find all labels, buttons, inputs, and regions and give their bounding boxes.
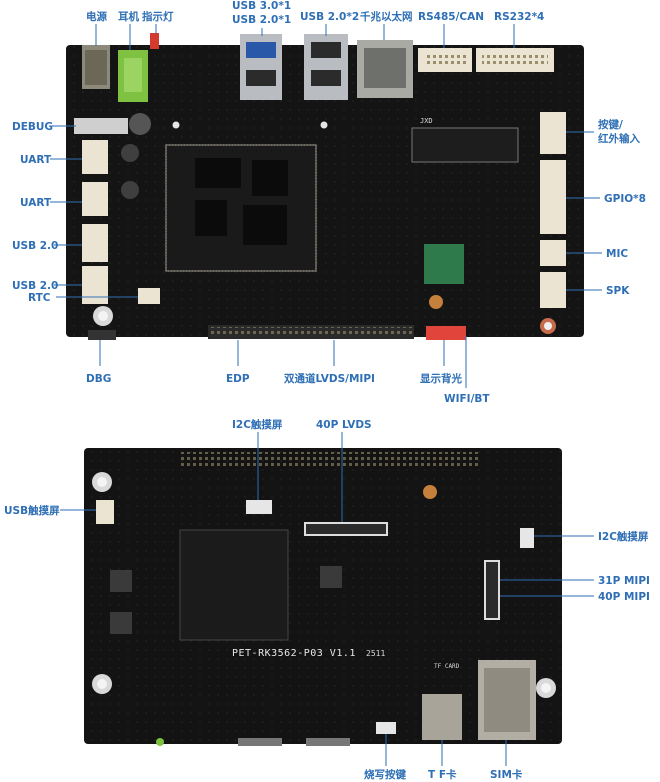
- label-backlight: 显示背光: [420, 372, 462, 385]
- mic-connector: [540, 240, 566, 266]
- antenna-connector: [429, 295, 443, 309]
- top-board: JXD: [66, 33, 584, 340]
- indicator-led: [150, 33, 159, 49]
- label-uart2: UART: [20, 197, 52, 209]
- spk-connector: [540, 272, 566, 308]
- label-gpio: GPIO*8: [604, 193, 646, 205]
- uart2-connector: [82, 182, 108, 216]
- label-burn-key: 烧写按键: [364, 768, 406, 781]
- backlight-connector: [426, 326, 466, 340]
- label-mipi31: 31P MIPI: [598, 575, 650, 587]
- wifi-module: [424, 244, 464, 284]
- label-usb2-left2: USB 2.0: [12, 280, 58, 292]
- label-indicator: 指示灯: [142, 10, 174, 23]
- usb2-left2-connector: [82, 266, 108, 304]
- label-wifi-bt: WIFI/BT: [444, 393, 490, 405]
- label-usb2-double: USB 2.0*2: [300, 11, 359, 23]
- uart1-connector: [82, 140, 108, 174]
- keys-ir-connector: [540, 112, 566, 154]
- core-module-back: [179, 529, 289, 641]
- debug-connector: [74, 118, 128, 134]
- tf-silk: TF CARD: [434, 663, 460, 670]
- m2-slot: [411, 127, 519, 163]
- bottom-label-texts: I2C触摸屏 40P LVDS USB触摸屏 I2C触摸屏 31P MIPI 4…: [4, 418, 650, 781]
- gpio-connector: [540, 160, 566, 234]
- i2c-touch-connector-top: [246, 500, 272, 514]
- label-uart1: UART: [20, 154, 52, 166]
- bottom-callouts: [60, 432, 594, 766]
- label-tf-card: T F卡: [428, 768, 457, 781]
- rtc-connector: [138, 288, 160, 304]
- label-rtc: RTC: [28, 292, 51, 304]
- label-usb2-single: USB 2.0*1: [232, 14, 291, 26]
- label-spk: SPK: [606, 285, 630, 297]
- label-i2c-touch-top: I2C触摸屏: [232, 418, 283, 431]
- bottom-board: PET-RK3562-P03 V1.1 2511 TF CARD: [84, 448, 562, 746]
- label-debug: DEBUG: [12, 121, 53, 133]
- label-mic: MIC: [606, 248, 628, 260]
- label-lvds-mipi: 双通道LVDS/MIPI: [283, 372, 375, 385]
- label-dbg: DBG: [86, 373, 111, 385]
- label-keys-line1: 按键/: [598, 118, 623, 131]
- label-keys-line2: 红外输入: [598, 132, 640, 145]
- label-lvds40: 40P LVDS: [316, 419, 372, 431]
- label-usb2-left1: USB 2.0: [12, 240, 58, 252]
- board-model: PET-RK3562-P03 V1.1: [232, 648, 356, 659]
- label-usb-touch: USB触摸屏: [4, 504, 60, 517]
- module-silk: JXD: [420, 117, 433, 125]
- top-callouts: [50, 24, 602, 388]
- label-mipi40: 40P MIPI: [598, 591, 650, 603]
- label-sim-card: SIM卡: [490, 768, 523, 781]
- board-date: 2511: [366, 649, 385, 658]
- label-headphone: 耳机: [118, 10, 139, 23]
- label-edp: EDP: [226, 373, 250, 385]
- label-power: 电源: [86, 10, 107, 23]
- usb2-left1-connector: [82, 224, 108, 262]
- label-rs232: RS232*4: [494, 11, 544, 23]
- label-i2c-touch-right: I2C触摸屏: [598, 530, 649, 543]
- tf-card-slot: [422, 694, 462, 740]
- top-label-texts: 电源 耳机 指示灯 USB 3.0*1 USB 2.0*1 USB 2.0*2 …: [12, 0, 646, 405]
- usb-touch-connector: [96, 500, 114, 524]
- label-rs485: RS485/CAN: [418, 11, 484, 23]
- dbg-header: [88, 330, 116, 340]
- label-usb3: USB 3.0*1: [232, 0, 291, 12]
- label-ethernet: 千兆以太网: [360, 10, 413, 23]
- i2c-touch-connector-right: [520, 528, 534, 548]
- burn-key-button: [376, 722, 396, 734]
